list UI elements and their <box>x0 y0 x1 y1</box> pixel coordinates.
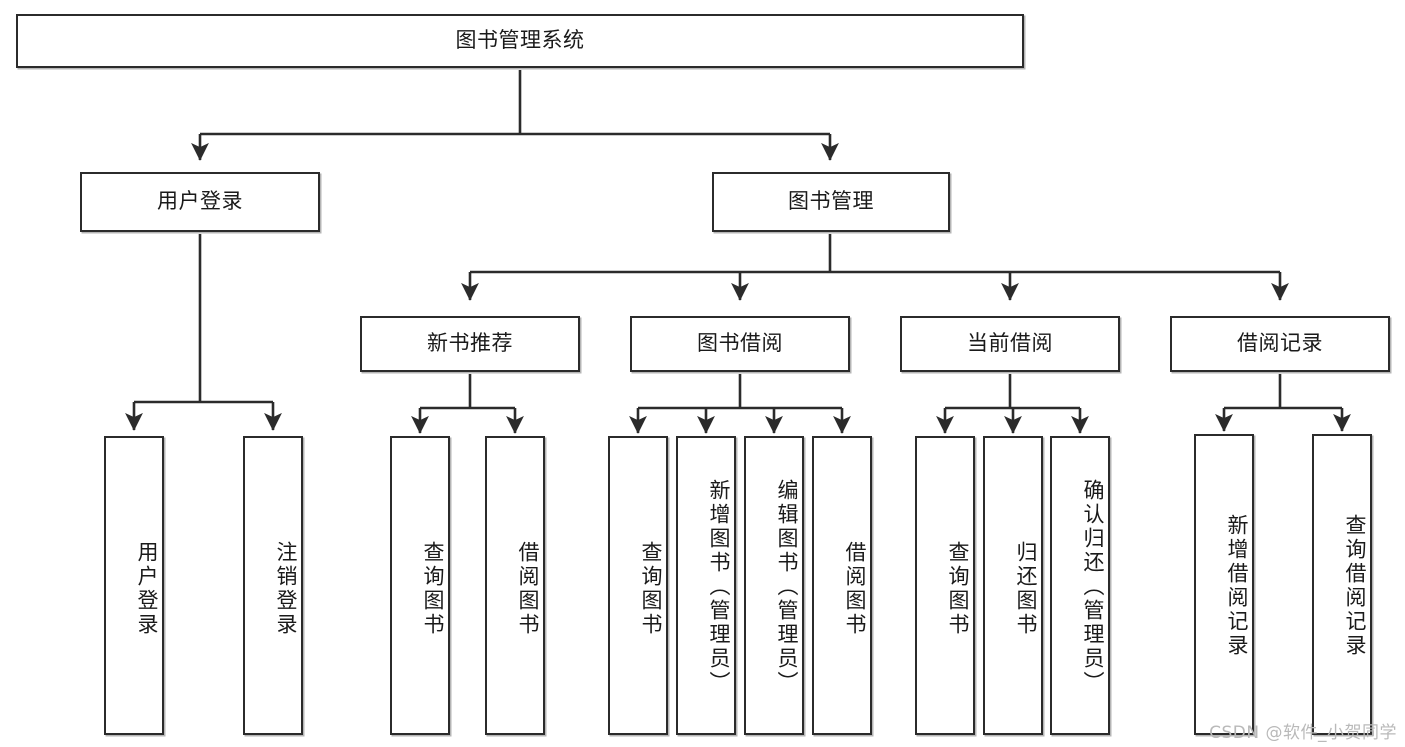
leaf-label: 查询图书 <box>639 540 663 637</box>
leaf-book-borrow-edit[interactable]: 编辑图书（管理员） <box>744 436 804 735</box>
node-new-book-recommend-label: 新书推荐 <box>427 331 513 356</box>
node-book-management[interactable]: 图书管理 <box>712 172 950 232</box>
leaf-label: 查询借阅记录 <box>1343 513 1367 658</box>
leaf-label: 借阅图书 <box>843 540 867 637</box>
node-new-book-recommend[interactable]: 新书推荐 <box>360 316 580 372</box>
node-book-borrow-label: 图书借阅 <box>697 331 783 356</box>
leaf-borrow-record-add[interactable]: 新增借阅记录 <box>1194 434 1254 735</box>
node-root[interactable]: 图书管理系统 <box>16 14 1024 68</box>
leaf-current-borrow-return[interactable]: 归还图书 <box>983 436 1043 735</box>
leaf-label: 编辑图书（管理员） <box>775 478 799 695</box>
node-root-label: 图书管理系统 <box>455 28 585 53</box>
leaf-book-borrow-add[interactable]: 新增图书（管理员） <box>676 436 736 735</box>
node-current-borrow[interactable]: 当前借阅 <box>900 316 1120 372</box>
leaf-label: 归还图书 <box>1014 540 1038 637</box>
leaf-label: 确认归还（管理员） <box>1081 478 1105 695</box>
leaf-label: 新增借阅记录 <box>1225 513 1249 658</box>
leaf-label: 用户登录 <box>135 540 159 637</box>
leaf-label: 新增图书（管理员） <box>707 478 731 695</box>
node-user-login[interactable]: 用户登录 <box>80 172 320 232</box>
leaf-user-login-logout[interactable]: 注销登录 <box>243 436 303 735</box>
node-borrow-record-label: 借阅记录 <box>1237 331 1323 356</box>
node-borrow-record[interactable]: 借阅记录 <box>1170 316 1390 372</box>
leaf-borrow-record-query[interactable]: 查询借阅记录 <box>1312 434 1372 735</box>
leaf-label: 查询图书 <box>946 540 970 637</box>
leaf-current-borrow-confirm-return[interactable]: 确认归还（管理员） <box>1050 436 1110 735</box>
node-current-borrow-label: 当前借阅 <box>967 331 1053 356</box>
leaf-book-borrow-borrow[interactable]: 借阅图书 <box>812 436 872 735</box>
leaf-user-login-login[interactable]: 用户登录 <box>104 436 164 735</box>
node-user-login-label: 用户登录 <box>157 189 243 214</box>
leaf-label: 注销登录 <box>274 540 298 637</box>
leaf-new-book-borrow[interactable]: 借阅图书 <box>485 436 545 735</box>
leaf-book-borrow-query[interactable]: 查询图书 <box>608 436 668 735</box>
node-book-borrow[interactable]: 图书借阅 <box>630 316 850 372</box>
leaf-new-book-query[interactable]: 查询图书 <box>390 436 450 735</box>
leaf-label: 借阅图书 <box>516 540 540 637</box>
leaf-label: 查询图书 <box>421 540 445 637</box>
watermark: CSDN @软件_小贺同学 <box>1209 723 1397 743</box>
leaf-current-borrow-query[interactable]: 查询图书 <box>915 436 975 735</box>
node-book-management-label: 图书管理 <box>788 189 874 214</box>
